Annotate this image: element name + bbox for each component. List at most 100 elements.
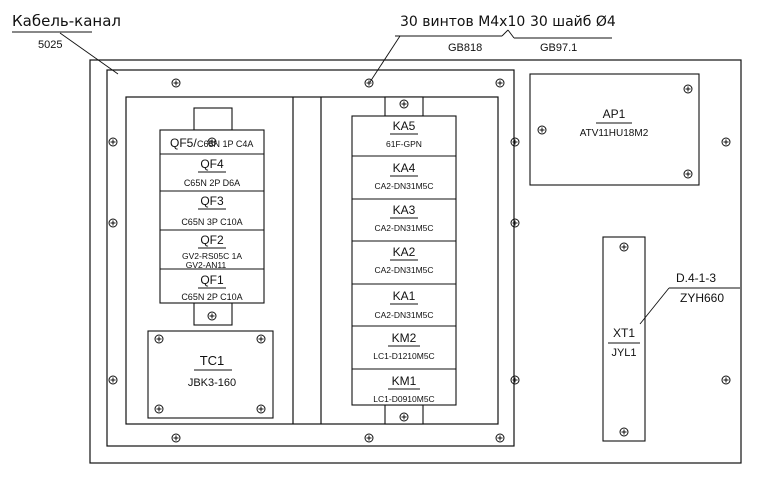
- screw-icon: [256, 404, 266, 414]
- screw-icon: [171, 78, 181, 88]
- relay-id: KM2: [392, 331, 417, 345]
- relay-ka3: KA3 CA2-DN31M5C: [374, 203, 433, 233]
- relay-model: CA2-DN31M5C: [374, 265, 433, 275]
- breaker-model: C65N 2P C10A: [181, 292, 242, 302]
- screw-icon: [399, 412, 409, 422]
- relay-id: KA1: [393, 289, 416, 303]
- relay-id: KA2: [393, 245, 416, 259]
- screws-leader: [369, 35, 401, 83]
- breaker-id: QF4: [200, 157, 224, 171]
- screw-icon: [399, 99, 409, 109]
- transformer-tc1: TC1 JBK3-160: [147, 330, 274, 419]
- callout-underline-tick2: [507, 29, 515, 39]
- transformer-id: TC1: [200, 353, 225, 368]
- breaker-qf5: QF5/ C65N 1P C4A: [160, 136, 264, 155]
- screw-icon: [207, 137, 217, 147]
- breaker-rail-top-clip: [193, 107, 233, 131]
- screw-icon: [154, 404, 164, 414]
- transformer-model: JBK3-160: [188, 377, 236, 389]
- contactor-km1: KM1 LC1-D0910M5C: [373, 374, 434, 404]
- relay-model: CA2-DN31M5C: [374, 310, 433, 320]
- terminal-ref-callout: D.4-1-3 ZYH660: [639, 271, 740, 325]
- screw-icon: [108, 375, 118, 385]
- screw-icon: [495, 78, 505, 88]
- contactor-km2: KM2 LC1-D1210M5C: [373, 331, 434, 361]
- breaker-qf2: QF2 GV2-RS05C 1A GV2-AN11: [160, 233, 264, 270]
- breaker-model: C65N 2P D6A: [184, 178, 240, 188]
- mounting-panel-outline: [89, 59, 742, 464]
- callout-underline-tick1: [501, 29, 509, 37]
- cable-channel-callout: Кабель-канал 5025: [12, 12, 121, 75]
- mounting-screws: [108, 78, 731, 443]
- screw-icon: [207, 311, 217, 321]
- cable-channel-leader: [59, 32, 119, 75]
- relay-stack: KA5 61F-GPN KA4 CA2-DN31M5C KA3 CA2-DN31…: [351, 96, 457, 425]
- breaker-qf1: QF1 C65N 2P C10A: [181, 273, 242, 302]
- screw-icon: [364, 78, 374, 88]
- cable-channel-code: 5025: [38, 39, 62, 51]
- screw-icon: [721, 375, 731, 385]
- screw-icon: [619, 427, 629, 437]
- terminal-box: [602, 236, 646, 442]
- relay-model: LC1-D1210M5C: [373, 351, 434, 361]
- screw-icon: [256, 334, 266, 344]
- screw-icon: [683, 84, 693, 94]
- screw-icon: [619, 242, 629, 252]
- terminal-ref-bottom: ZYH660: [680, 291, 724, 305]
- breaker-model-aux: GV2-AN11: [186, 260, 227, 270]
- breaker-model: GV2-RS05C 1A: [182, 251, 242, 261]
- screws-washers-callout: 30 винтов М4х10 30 шайб Ø4 GB818 GB97.1: [369, 14, 616, 83]
- terminal-xt1: XT1 JYL1: [602, 236, 646, 442]
- screw-icon: [364, 433, 374, 443]
- screw-icon: [108, 218, 118, 228]
- relay-model: CA2-DN31M5C: [374, 181, 433, 191]
- cable-channel-name: Кабель-канал: [12, 12, 121, 30]
- screw-icon: [495, 433, 505, 443]
- relay-model: CA2-DN31M5C: [374, 223, 433, 233]
- terminal-id: XT1: [613, 326, 635, 340]
- relay-ka1: KA1 CA2-DN31M5C: [374, 289, 433, 320]
- relay-id: KA5: [393, 119, 416, 133]
- relay-ka4: KA4 CA2-DN31M5C: [374, 161, 433, 191]
- screw-icon: [537, 125, 547, 135]
- screws-code: GB818: [448, 42, 482, 54]
- relay-id: KA3: [393, 203, 416, 217]
- screw-icon: [683, 169, 693, 179]
- inverter-model: ATV11HU18M2: [580, 128, 649, 139]
- inverter-ap1: AP1 ATV11HU18M2: [529, 73, 700, 186]
- relay-ka5: KA5 61F-GPN: [386, 119, 422, 149]
- breaker-id: QF5/: [170, 136, 197, 150]
- relay-model: LC1-D0910M5C: [373, 394, 434, 404]
- screw-icon: [510, 375, 520, 385]
- breaker-model: C65N 1P C4A: [197, 139, 253, 149]
- cable-duct-rect: [125, 96, 499, 425]
- terminal-ref-top: D.4-1-3: [676, 271, 716, 285]
- inverter-box: [529, 73, 700, 186]
- breaker-id: QF2: [200, 233, 224, 247]
- screw-icon: [171, 433, 181, 443]
- screw-icon: [108, 137, 118, 147]
- relay-group: [351, 115, 457, 406]
- relay-id: KA4: [393, 161, 416, 175]
- breaker-group: [159, 129, 265, 304]
- breaker-qf4: QF4 C65N 2P D6A: [160, 157, 264, 192]
- screw-icon: [510, 137, 520, 147]
- terminal-model: JYL1: [611, 347, 636, 359]
- breaker-model: C65N 3P C10A: [181, 217, 242, 227]
- inverter-id: AP1: [603, 107, 626, 121]
- washers-code: GB97.1: [540, 42, 577, 54]
- breaker-stack: QF5/ C65N 1P C4A QF4 C65N 2P D6A QF3 C65…: [159, 107, 265, 326]
- relay-model: 61F-GPN: [386, 139, 422, 149]
- relay-id: KM1: [392, 374, 417, 388]
- breaker-qf3: QF3 C65N 3P C10A: [160, 194, 264, 231]
- breaker-id: QF3: [200, 194, 224, 208]
- breaker-rail-bottom-clip: [193, 302, 233, 326]
- washers-text: 30 шайб Ø4: [530, 14, 616, 30]
- breaker-id: QF1: [200, 273, 224, 287]
- transformer-box: [147, 330, 274, 419]
- screw-icon: [510, 218, 520, 228]
- screws-text: 30 винтов М4х10: [400, 14, 525, 30]
- terminal-ref-leader: [639, 287, 670, 325]
- screw-icon: [721, 137, 731, 147]
